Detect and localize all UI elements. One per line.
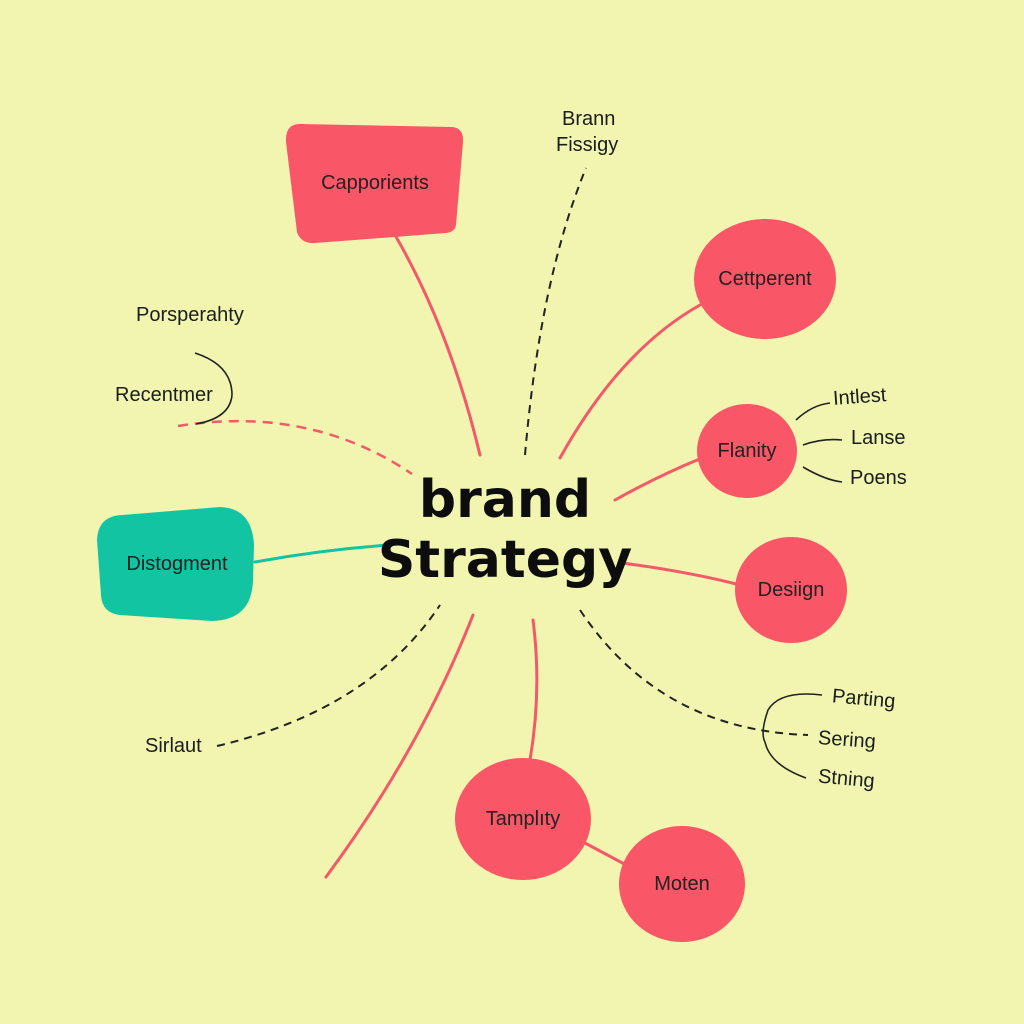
- link-distogment: [253, 543, 390, 564]
- node-design-label: Desiign: [757, 578, 825, 601]
- node-flanity[interactable]: Flanity: [697, 404, 797, 498]
- bracket-recentmer: [194, 352, 233, 425]
- link-tamplity-moten: [583, 841, 630, 868]
- node-moten[interactable]: Moten: [619, 826, 745, 942]
- label-porsperahty: Porsperahty: [136, 304, 244, 326]
- center-title: brand Strategy: [360, 470, 650, 590]
- center-title-line2: Strategy: [377, 530, 633, 590]
- node-cettperent-label: Cettperent: [718, 267, 812, 290]
- node-distogment-label: Distogment: [126, 552, 228, 575]
- node-capporients-label: Capporients: [321, 171, 429, 194]
- label-poens: Poens: [850, 467, 907, 489]
- connector-intlest: [795, 402, 831, 421]
- node-tamplity-shape: [455, 758, 591, 880]
- node-moten-label: Moten: [654, 872, 710, 895]
- center-title-line1: brand: [418, 470, 592, 530]
- node-flanity-label: Flanity: [717, 439, 777, 462]
- link-flanity: [613, 456, 704, 502]
- node-distogment[interactable]: Distogment: [97, 507, 257, 621]
- connector-stning: [764, 741, 807, 779]
- label-intlest: Intlest: [832, 384, 888, 410]
- link-sering-branch: [579, 609, 809, 736]
- node-capporients-shape: [285, 124, 464, 244]
- connector-parting: [762, 693, 823, 743]
- node-cettperent-shape: [694, 219, 836, 339]
- label-fissigy: Fissigy: [556, 134, 619, 156]
- link-sirlaut: [216, 604, 441, 747]
- link-capporients: [393, 233, 482, 457]
- node-tamplity[interactable]: Tamplıty: [455, 758, 591, 880]
- connector-poens: [802, 466, 843, 483]
- connector-lanse: [802, 438, 843, 446]
- node-design-shape: [735, 537, 847, 643]
- node-moten-shape: [619, 826, 745, 942]
- node-design[interactable]: Desiign: [735, 537, 847, 643]
- label-recentmer: Recentmer: [115, 384, 213, 406]
- node-cettperent[interactable]: Cettperent: [694, 219, 836, 339]
- label-stning: Stning: [817, 765, 876, 793]
- link-bottom-left: [324, 613, 475, 879]
- link-cettperent: [558, 303, 702, 460]
- node-tamplity-label: Tamplıty: [485, 807, 561, 830]
- label-lanse: Lanse: [851, 427, 906, 449]
- node-flanity-shape: [697, 404, 797, 498]
- node-distogment-shape: [97, 507, 254, 621]
- label-sering: Sering: [817, 727, 877, 753]
- node-capporients[interactable]: Capporients: [287, 124, 463, 242]
- label-brann: Brann: [562, 108, 616, 130]
- link-design: [620, 561, 742, 587]
- link-brann-fissigy: [524, 167, 587, 456]
- label-sirlaut: Sirlaut: [145, 735, 202, 757]
- link-tamplity: [528, 618, 539, 762]
- link-recentmer-dashed: [177, 419, 413, 476]
